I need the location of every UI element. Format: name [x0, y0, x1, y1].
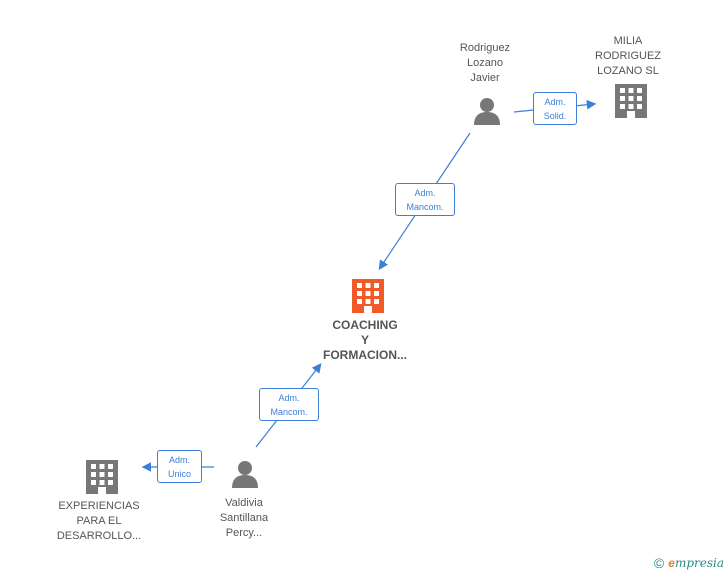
person-icon[interactable] [232, 461, 258, 488]
edge-badge-adm-solid: Adm. Solid. [533, 92, 577, 125]
node-label-experiencias[interactable]: EXPERIENCIAS PARA EL DESARROLLO... [56, 500, 142, 542]
node-label-rodriguez[interactable]: Rodriguez Lozano Javier [459, 42, 511, 84]
building-icon[interactable] [86, 460, 118, 494]
node-label-valdivia[interactable]: Valdivia Santillana Percy... [219, 497, 269, 539]
person-icon[interactable] [474, 98, 500, 125]
edge-badge-adm-mancom: Adm. Mancom. [395, 183, 455, 216]
brand-logo: empresia [668, 556, 724, 570]
brand-watermark: © empresia [654, 555, 724, 571]
edge-badge-adm-unico: Adm. Unico [157, 450, 202, 483]
building-icon[interactable] [352, 279, 384, 313]
node-label-coaching[interactable]: COACHING Y FORMACION... [323, 318, 407, 362]
node-label-milia[interactable]: MILIA RODRIGUEZ LOZANO SL [595, 35, 661, 77]
edge-badge-adm-mancom: Adm. Mancom. [259, 388, 319, 421]
copyright-icon: © [653, 555, 665, 571]
building-icon[interactable] [615, 84, 647, 118]
